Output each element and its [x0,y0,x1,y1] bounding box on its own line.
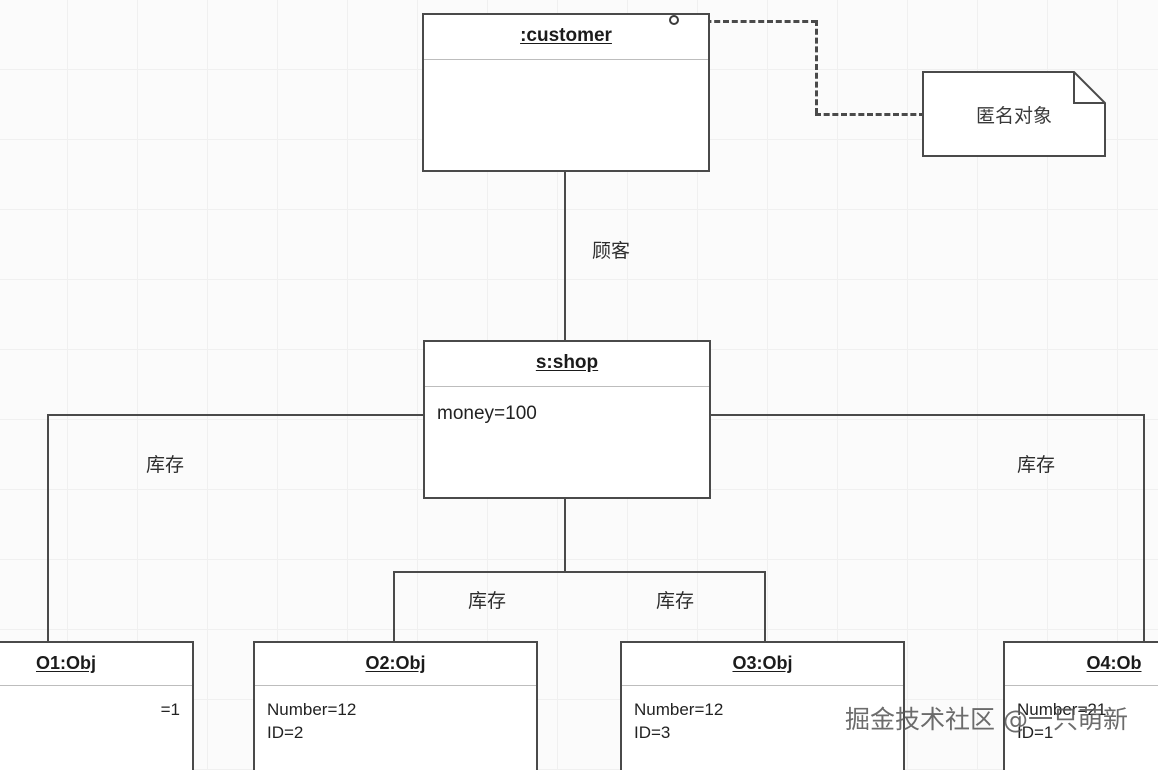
note-anonymous-object[interactable]: 匿名对象 [922,71,1106,157]
note-anchor-circle-icon [669,15,679,25]
attribute-id: ID=3 [634,723,671,743]
object-title-o3: O3:Obj [622,643,903,686]
link-branch-o2-vertical [393,571,395,643]
link-customer-shop [564,172,566,341]
link-shop-o4-horizontal [710,414,1145,416]
object-attributes-o3: Number=12 ID=3 [622,686,903,745]
note-text: 匿名对象 [975,105,1052,127]
object-box-o4[interactable]: O4:Ob Number=21 ID=1 [1003,641,1158,770]
link-shop-o1-horizontal [47,414,424,416]
object-title-o4: O4:Ob [1005,643,1158,686]
note-connector-segment-1 [679,20,817,23]
edge-label-shop-o1: 库存 [146,455,185,476]
object-title-o1: O1:Obj [0,643,192,686]
edge-label-customer-shop: 顾客 [592,241,631,262]
note-connector-segment-2 [815,20,818,114]
edge-label-shop-o2: 库存 [468,591,507,612]
note-connector-segment-3 [815,113,925,116]
attribute-number: Number=12 [267,700,357,719]
object-title-shop: s:shop [425,342,709,387]
attribute-id: ID=1 [1017,723,1054,743]
link-branch-o3-vertical [764,571,766,643]
link-shop-o1-vertical [47,414,49,643]
watermark-text: 掘金技术社区 @一只萌新 [845,705,1128,734]
object-box-customer[interactable]: :customer [422,13,710,172]
note-shape-icon [922,71,1106,157]
link-shop-branch-bar [393,571,766,573]
attribute-number: Number=21 [1017,700,1107,719]
link-shop-branch-stem [564,499,566,573]
object-attributes-o4: Number=21 ID=1 [1005,686,1158,745]
object-attributes-o2: Number=12 ID=2 [255,686,536,745]
edge-label-shop-o4: 库存 [1017,455,1056,476]
object-box-o2[interactable]: O2:Obj Number=12 ID=2 [253,641,538,770]
object-box-o3[interactable]: O3:Obj Number=12 ID=3 [620,641,905,770]
object-attributes-shop: money=100 [425,387,709,497]
object-box-shop[interactable]: s:shop money=100 [423,340,711,499]
object-attributes-o1: =1 [0,686,192,721]
attribute-money: money=100 [437,403,537,424]
link-shop-o4-vertical [1143,414,1145,643]
object-title-o2: O2:Obj [255,643,536,686]
attribute-line: =1 [160,700,180,719]
object-title-customer: :customer [424,15,708,60]
object-box-o1[interactable]: O1:Obj =1 [0,641,194,770]
attribute-id: ID=2 [267,723,304,743]
attribute-number: Number=12 [634,700,724,719]
object-attributes-customer [424,60,708,170]
edge-label-shop-o3: 库存 [656,591,695,612]
